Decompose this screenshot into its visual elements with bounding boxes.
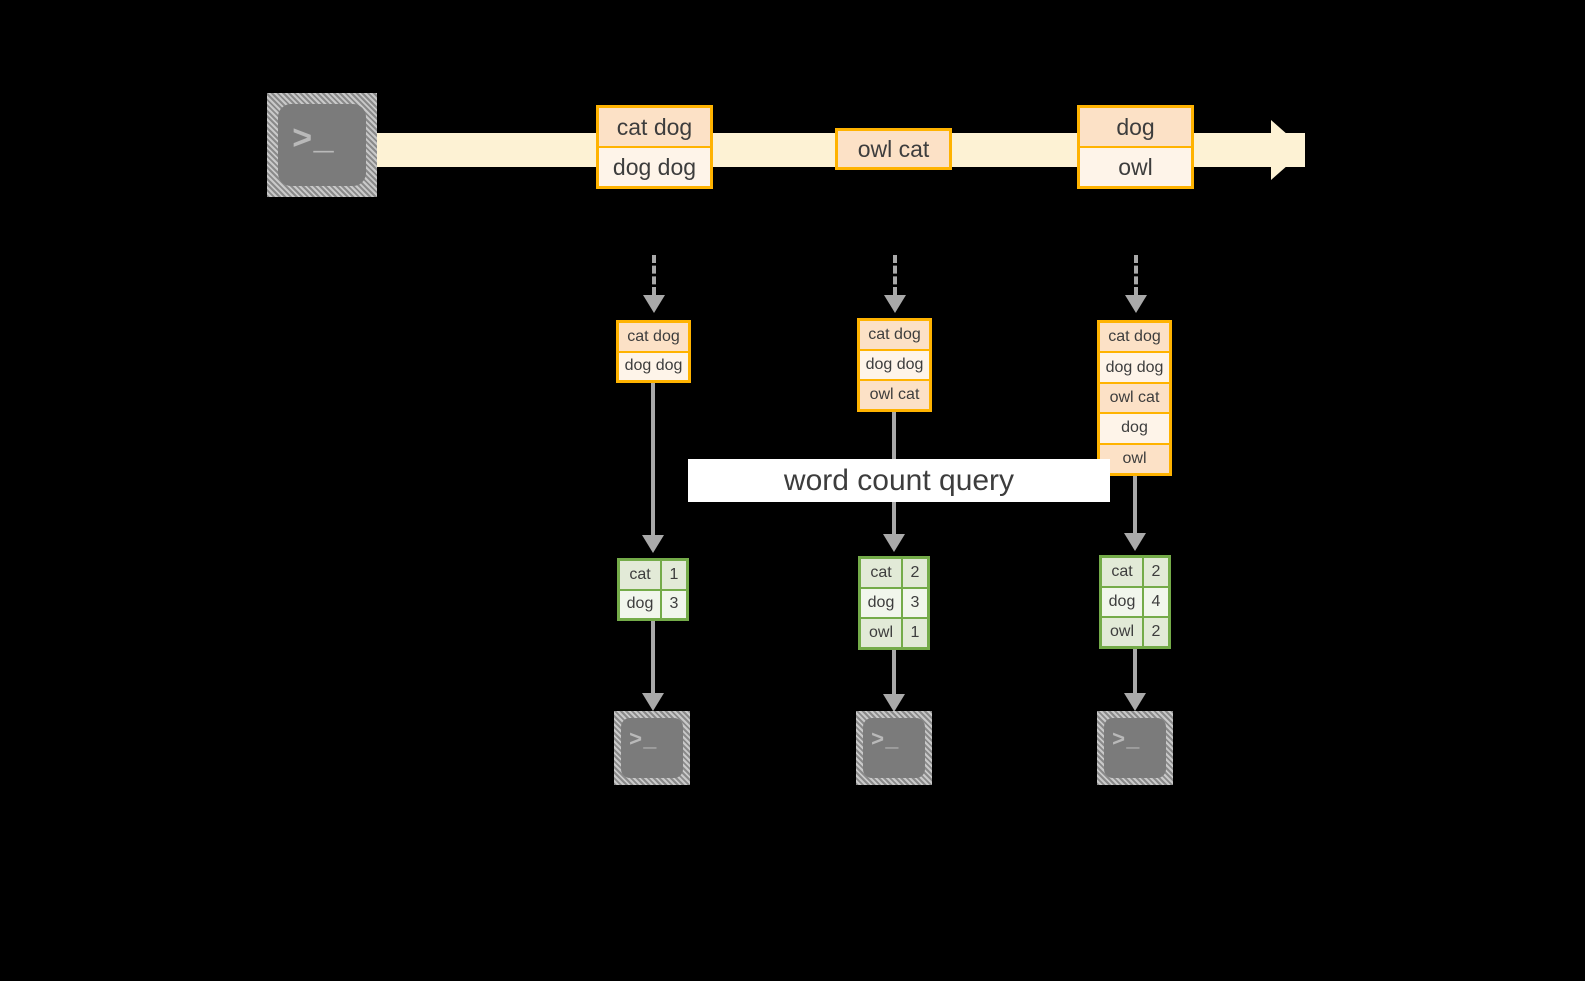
sink-line-1 xyxy=(651,621,655,693)
result-word: dog xyxy=(620,590,662,618)
event-batch-3[interactable]: dog owl xyxy=(1077,105,1194,189)
result-count: 3 xyxy=(903,589,927,617)
sink-terminal-1[interactable]: >_ xyxy=(614,711,690,785)
result-count: 4 xyxy=(1144,588,1168,616)
event-line: dog dog xyxy=(599,148,710,186)
terminal-screen: >_ xyxy=(1104,718,1166,778)
query-arrowhead-2 xyxy=(883,534,905,552)
result-row: dog 4 xyxy=(1102,588,1168,618)
sink-arrowhead-1 xyxy=(642,693,664,711)
snapshot-feed-line-3 xyxy=(1134,255,1138,295)
sink-terminal-3[interactable]: >_ xyxy=(1097,711,1173,785)
result-row: owl 2 xyxy=(1102,618,1168,646)
result-word: owl xyxy=(861,619,903,647)
word-count-result-3[interactable]: cat 2 dog 4 owl 2 xyxy=(1099,555,1171,649)
result-row: dog 3 xyxy=(861,589,927,619)
result-row: dog 3 xyxy=(620,590,686,618)
terminal-screen: >_ xyxy=(278,104,366,186)
result-count: 1 xyxy=(662,561,686,589)
state-line: owl cat xyxy=(860,381,929,409)
state-line: dog dog xyxy=(619,352,688,380)
query-arrowhead-3 xyxy=(1124,533,1146,551)
word-count-result-1[interactable]: cat 1 dog 3 xyxy=(617,558,689,621)
result-word: cat xyxy=(1102,558,1144,586)
terminal-screen: >_ xyxy=(863,718,925,778)
event-line: owl cat xyxy=(838,131,949,167)
snapshot-feed-arrowhead-3 xyxy=(1125,295,1147,313)
event-line: cat dog xyxy=(599,108,710,148)
result-count: 2 xyxy=(1144,558,1168,586)
terminal-prompt-glyph: >_ xyxy=(871,728,900,753)
sink-line-2 xyxy=(892,650,896,694)
result-count: 3 xyxy=(662,590,686,618)
state-line: cat dog xyxy=(860,321,929,351)
state-line: dog xyxy=(1100,414,1169,445)
result-row: cat 2 xyxy=(1102,558,1168,588)
result-word: dog xyxy=(1102,588,1144,616)
accumulated-state-3[interactable]: cat dog dog dog owl cat dog owl xyxy=(1097,320,1172,476)
source-terminal[interactable]: >_ xyxy=(267,93,377,197)
result-count: 2 xyxy=(1144,618,1168,646)
snapshot-feed-arrowhead-1 xyxy=(643,295,665,313)
word-count-result-2[interactable]: cat 2 dog 3 owl 1 xyxy=(858,556,930,650)
result-word: dog xyxy=(861,589,903,617)
sink-terminal-2[interactable]: >_ xyxy=(856,711,932,785)
query-line-1 xyxy=(651,383,655,535)
snapshot-feed-line-1 xyxy=(652,255,656,295)
result-row: cat 1 xyxy=(620,561,686,591)
result-row: cat 2 xyxy=(861,559,927,589)
terminal-prompt-glyph: >_ xyxy=(292,122,335,160)
query-line-3 xyxy=(1133,476,1137,533)
terminal-prompt-glyph: >_ xyxy=(1112,728,1141,753)
result-word: owl xyxy=(1102,618,1144,646)
state-line: dog dog xyxy=(1100,353,1169,384)
state-line: dog dog xyxy=(860,351,929,381)
result-row: owl 1 xyxy=(861,619,927,647)
event-batch-2[interactable]: owl cat xyxy=(835,128,952,170)
snapshot-feed-line-2 xyxy=(893,255,897,295)
result-word: cat xyxy=(620,561,662,589)
state-line: cat dog xyxy=(1100,323,1169,354)
result-count: 2 xyxy=(903,559,927,587)
event-line: owl xyxy=(1080,148,1191,186)
terminal-prompt-glyph: >_ xyxy=(629,728,658,753)
query-label: word count query xyxy=(688,459,1110,502)
state-line: cat dog xyxy=(619,323,688,353)
sink-arrowhead-3 xyxy=(1124,693,1146,711)
event-line: dog xyxy=(1080,108,1191,148)
result-word: cat xyxy=(861,559,903,587)
event-batch-1[interactable]: cat dog dog dog xyxy=(596,105,713,189)
state-line: owl xyxy=(1100,444,1169,474)
query-label-text: word count query xyxy=(783,463,1015,497)
terminal-screen: >_ xyxy=(621,718,683,778)
accumulated-state-1[interactable]: cat dog dog dog xyxy=(616,320,691,383)
timeline-arrow-head xyxy=(1271,120,1305,180)
sink-arrowhead-2 xyxy=(883,694,905,712)
query-arrowhead-1 xyxy=(642,535,664,553)
accumulated-state-2[interactable]: cat dog dog dog owl cat xyxy=(857,318,932,412)
state-line: owl cat xyxy=(1100,383,1169,415)
sink-line-3 xyxy=(1133,649,1137,693)
snapshot-feed-arrowhead-2 xyxy=(884,295,906,313)
result-count: 1 xyxy=(903,619,927,647)
